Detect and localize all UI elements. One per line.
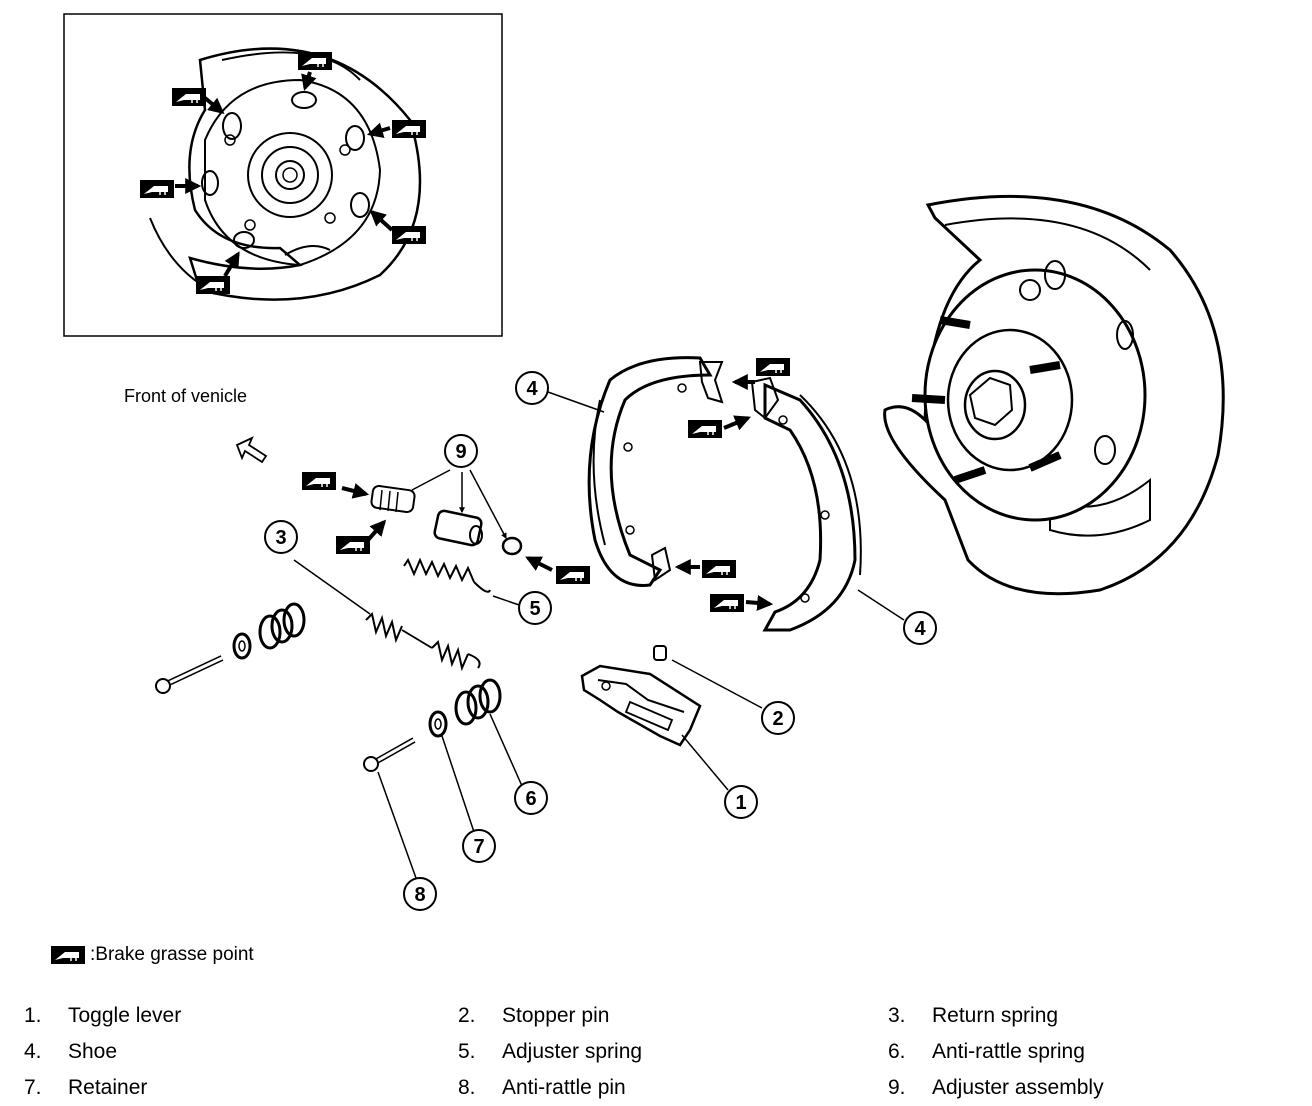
hold-down-set-lower — [363, 678, 523, 879]
stopper-pin — [653, 645, 763, 709]
front-of-vehicle-label: Front of venicle — [124, 386, 248, 406]
callout-6: 6 — [514, 781, 548, 815]
callout-9: 9 — [444, 434, 478, 468]
brake-shoe-right — [750, 376, 862, 632]
adjuster-assembly — [301, 469, 591, 585]
svg-text:1: 1 — [735, 792, 746, 814]
adjuster-spring — [403, 557, 523, 607]
grease-legend-text: :Brake grasse point — [90, 944, 254, 965]
svg-text:4: 4 — [526, 378, 538, 400]
callout-8: 8 — [403, 877, 437, 911]
svg-text:8: 8 — [414, 884, 425, 906]
toggle-lever — [580, 664, 729, 791]
callout-4-right: 4 — [903, 611, 937, 645]
front-arrow-icon — [235, 436, 268, 464]
grease-point-icon — [50, 946, 86, 964]
callout-5: 5 — [518, 591, 552, 625]
inset-view — [63, 13, 503, 337]
svg-text:7: 7 — [473, 836, 484, 858]
brake-shoe-left — [587, 356, 724, 587]
hold-down-set-left — [155, 602, 306, 694]
svg-text:9: 9 — [455, 441, 466, 463]
svg-text:2: 2 — [772, 708, 783, 730]
svg-text:6: 6 — [525, 788, 536, 810]
callout-1: 1 — [724, 785, 758, 819]
backing-plate-hub — [883, 194, 1225, 596]
callout-2: 2 — [761, 701, 795, 735]
callout-3: 3 — [264, 520, 298, 554]
return-spring — [293, 559, 481, 672]
svg-text:5: 5 — [529, 598, 540, 620]
grease-legend: :Brake grasse point — [48, 944, 254, 966]
svg-text:4: 4 — [914, 618, 926, 640]
svg-text:3: 3 — [275, 527, 286, 549]
callout-4-left: 4 — [515, 371, 549, 405]
callout-7: 7 — [462, 829, 496, 863]
